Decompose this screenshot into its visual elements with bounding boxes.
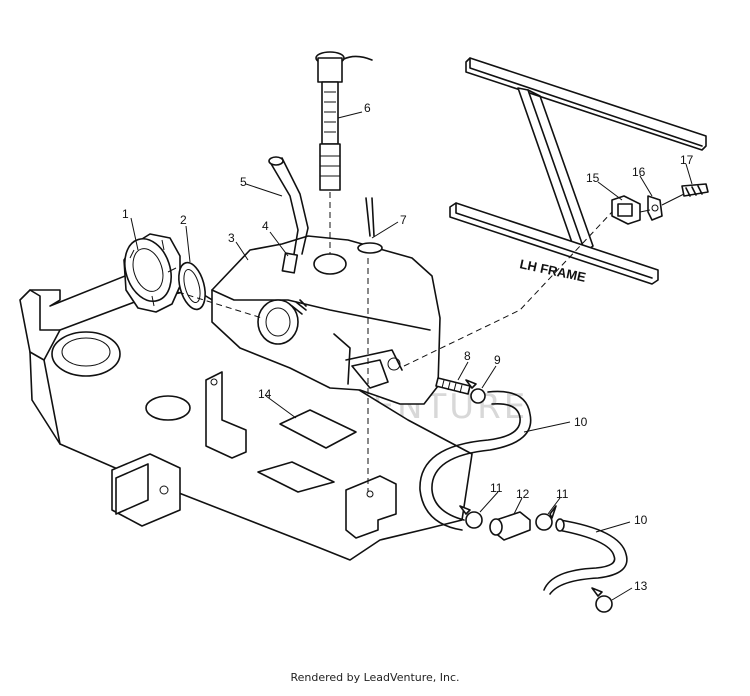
clip-16: [647, 195, 663, 221]
callout-9: 9: [494, 353, 501, 367]
vent-hose-5: [268, 156, 309, 255]
callout-11-right: 11: [556, 487, 569, 501]
callout-17: 17: [680, 153, 694, 167]
sender-7: [357, 197, 383, 254]
gasket-2: [178, 261, 206, 311]
hose-10-upper: [419, 390, 532, 531]
callout-12: 12: [516, 487, 530, 501]
callout-1: 1: [122, 207, 129, 221]
filler-cap-1: [123, 233, 181, 313]
mount-bracket-left: [205, 371, 247, 459]
lh-frame-label: LH FRAME: [518, 256, 587, 285]
callout-13: 13: [634, 579, 648, 593]
bolt-17: [681, 183, 709, 197]
footer-credit: Rendered by LeadVenture, Inc.: [290, 671, 460, 684]
pad-14: [279, 409, 357, 449]
dipstick-6: [315, 51, 373, 191]
callout-7: 7: [400, 213, 407, 227]
callout-10-lower: 10: [634, 513, 648, 527]
clamp-9: [465, 379, 486, 404]
callout-14: 14: [258, 387, 272, 401]
oil-tank-3: [211, 235, 441, 405]
bracket-clamp-15: [611, 195, 641, 225]
callout-11-left: 11: [490, 481, 503, 495]
hose-10-lower: [543, 518, 628, 595]
callout-4: 4: [262, 219, 269, 233]
inline-filter-12: [489, 511, 531, 541]
clamp-11-left: [459, 505, 483, 529]
callout-16: 16: [632, 165, 646, 179]
clamp-13: [591, 587, 613, 613]
lh-frame: [449, 57, 707, 285]
clamp-11-right: [535, 505, 557, 531]
callout-5: 5: [240, 175, 247, 189]
mount-bracket-right: [345, 475, 397, 539]
fitting-4: [281, 252, 299, 274]
callout-3: 3: [228, 231, 235, 245]
callout-6: 6: [364, 101, 371, 115]
fitting-8: [435, 377, 471, 395]
callout-8: 8: [464, 349, 471, 363]
callout-2: 2: [180, 213, 187, 227]
callout-10-upper: 10: [574, 415, 588, 429]
callout-15: 15: [586, 171, 600, 185]
